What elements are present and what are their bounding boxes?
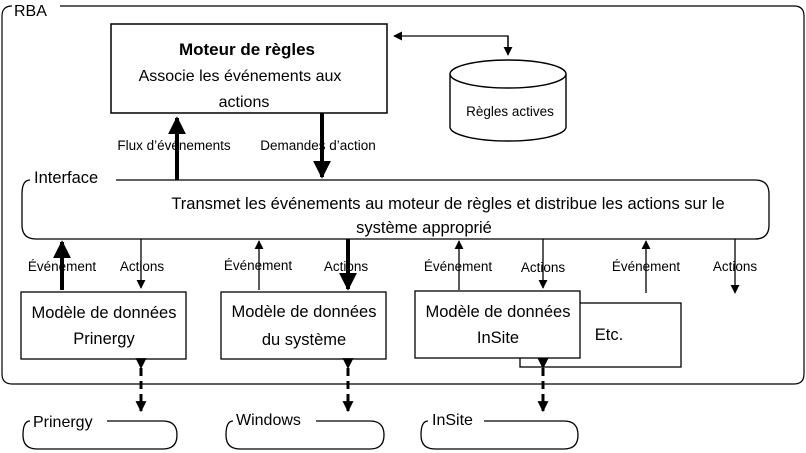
action-requests-label: Demandes d’action	[260, 138, 376, 153]
engine-database-link	[393, 31, 513, 56]
system-prinergy-label: Prinergy	[33, 414, 93, 431]
model-insite-line1: Modèle de données	[426, 303, 571, 321]
system-links	[135, 358, 549, 413]
column-system-arrows: Événement Actions	[224, 239, 369, 291]
events-flow-label: Flux d’événements	[117, 138, 231, 153]
model-system-line2: du système	[262, 331, 346, 349]
engine-interface-links: Flux d’événements Demandes d’action	[117, 113, 376, 180]
interface-desc-line2: système approprié	[356, 219, 492, 237]
column-etc-arrows: Événement Actions	[612, 239, 758, 294]
column-prinergy-arrows: Événement Actions	[28, 239, 165, 290]
system-prinergy: Prinergy	[22, 414, 178, 450]
model-insite-box: Modèle de données InSite	[414, 290, 581, 359]
rba-frame-label: RBA	[14, 3, 47, 20]
model-prinergy-line1: Modèle de données	[32, 304, 177, 322]
interface-desc-line1: Transmet les événements au moteur de règ…	[171, 195, 724, 213]
actions-label-1: Actions	[120, 259, 165, 274]
actions-label-2: Actions	[324, 259, 369, 274]
rule-engine-desc-line2: actions	[219, 94, 270, 111]
rule-engine-box: Moteur de règles Associe les événements …	[110, 23, 388, 114]
actions-label-4: Actions	[713, 259, 758, 274]
etc-label: Etc.	[595, 326, 623, 344]
model-system-box: Modèle de données du système	[220, 291, 387, 360]
rule-engine-title: Moteur de règles	[179, 40, 315, 59]
event-label-2: Événement	[224, 258, 293, 273]
event-label-1: Événement	[28, 259, 97, 274]
system-insite: InSite	[420, 412, 579, 450]
rule-engine-desc-line1: Associe les événements aux	[139, 68, 342, 85]
system-windows: Windows	[225, 412, 385, 450]
system-insite-label: InSite	[432, 412, 473, 429]
system-windows-label: Windows	[236, 412, 301, 429]
model-system-line1: Modèle de données	[232, 303, 377, 321]
event-label-4: Événement	[612, 259, 681, 274]
model-prinergy-line2: Prinergy	[73, 330, 135, 348]
actions-label-3: Actions	[521, 260, 566, 275]
interface-label: Interface	[34, 169, 98, 187]
event-label-3: Événement	[424, 259, 493, 274]
active-rules-database: Règles actives	[449, 59, 567, 142]
model-prinergy-box: Modèle de données Prinergy	[20, 291, 187, 360]
rba-frame: RBA	[1, 3, 805, 385]
interface-box: Interface Transmet les événements au mot…	[21, 169, 770, 240]
database-label: Règles actives	[466, 104, 554, 119]
model-insite-line2: InSite	[477, 329, 519, 347]
column-insite-arrows: Événement Actions	[424, 239, 566, 290]
